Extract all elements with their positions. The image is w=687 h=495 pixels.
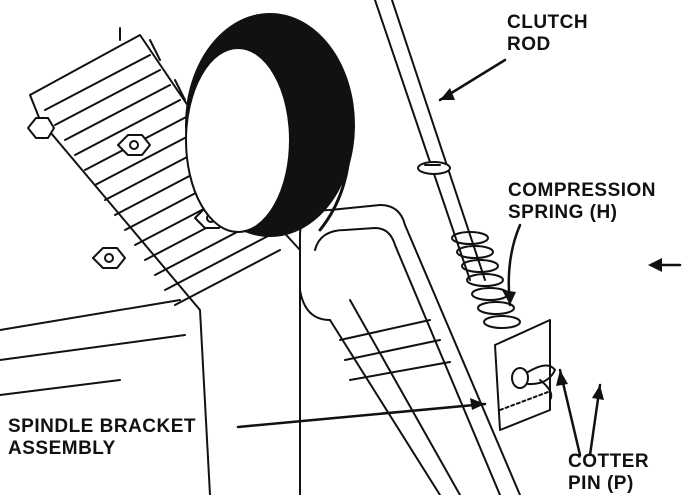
label-cotter-pin: COTTER PIN (P) [568, 451, 649, 495]
label-cotter-pin-line2: PIN (P) [568, 473, 634, 494]
label-compression-spring: COMPRESSION SPRING (H) [508, 180, 656, 224]
cotter-pin [511, 364, 556, 401]
label-cotter-pin-line1: COTTER [568, 451, 650, 472]
hex-bolt [27, 117, 55, 139]
hex-bolt [92, 247, 126, 269]
drive-pulley-wheel [185, 13, 355, 237]
label-clutch-rod-line2: ROD [507, 34, 551, 55]
arrowheads [440, 88, 662, 410]
label-spindle-bracket-assembly: SPINDLE BRACKET ASSEMBLY [8, 416, 196, 460]
label-spindle-bracket-line1: SPINDLE BRACKET [8, 416, 197, 437]
clutch-rod [374, 0, 486, 281]
label-clutch-rod: CLUTCH ROD [507, 12, 588, 56]
label-compression-spring-line1: COMPRESSION [508, 180, 657, 201]
label-compression-spring-line2: SPRING (H) [508, 202, 618, 223]
label-clutch-rod-line1: CLUTCH [507, 12, 589, 33]
hex-bolt [117, 134, 151, 156]
v-belt [299, 204, 521, 495]
label-spindle-bracket-line2: ASSEMBLY [8, 438, 116, 459]
